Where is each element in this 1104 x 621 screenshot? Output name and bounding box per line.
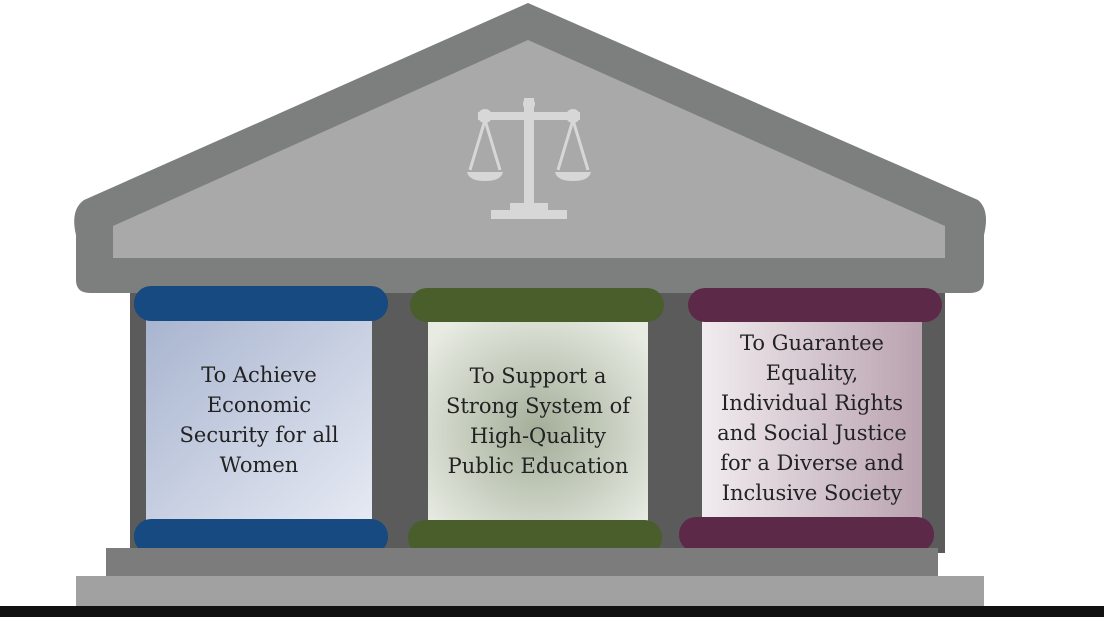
pillar-3-shaft	[702, 316, 922, 522]
pillar-1-text: To Achieve Economic Security for all Wom…	[179, 363, 339, 477]
base-step-lower	[76, 576, 984, 609]
pillar-2-text: To Support a Strong System of High-Quali…	[445, 364, 631, 478]
pillar-3-text: To Guarantee Equality, Individual Rights…	[717, 330, 907, 505]
pillar-1-capital	[134, 286, 388, 321]
scales-of-justice-icon	[467, 98, 591, 219]
pillar-2-shaft	[428, 317, 648, 525]
pillar-2-capital	[410, 288, 664, 322]
pillar-2-base	[408, 520, 662, 555]
pillar-1-base	[134, 519, 388, 554]
pillar-3-capital	[688, 288, 942, 322]
pillar-1-shaft	[146, 317, 372, 525]
ground-line	[0, 606, 1104, 617]
pillar-3-base	[679, 517, 934, 552]
